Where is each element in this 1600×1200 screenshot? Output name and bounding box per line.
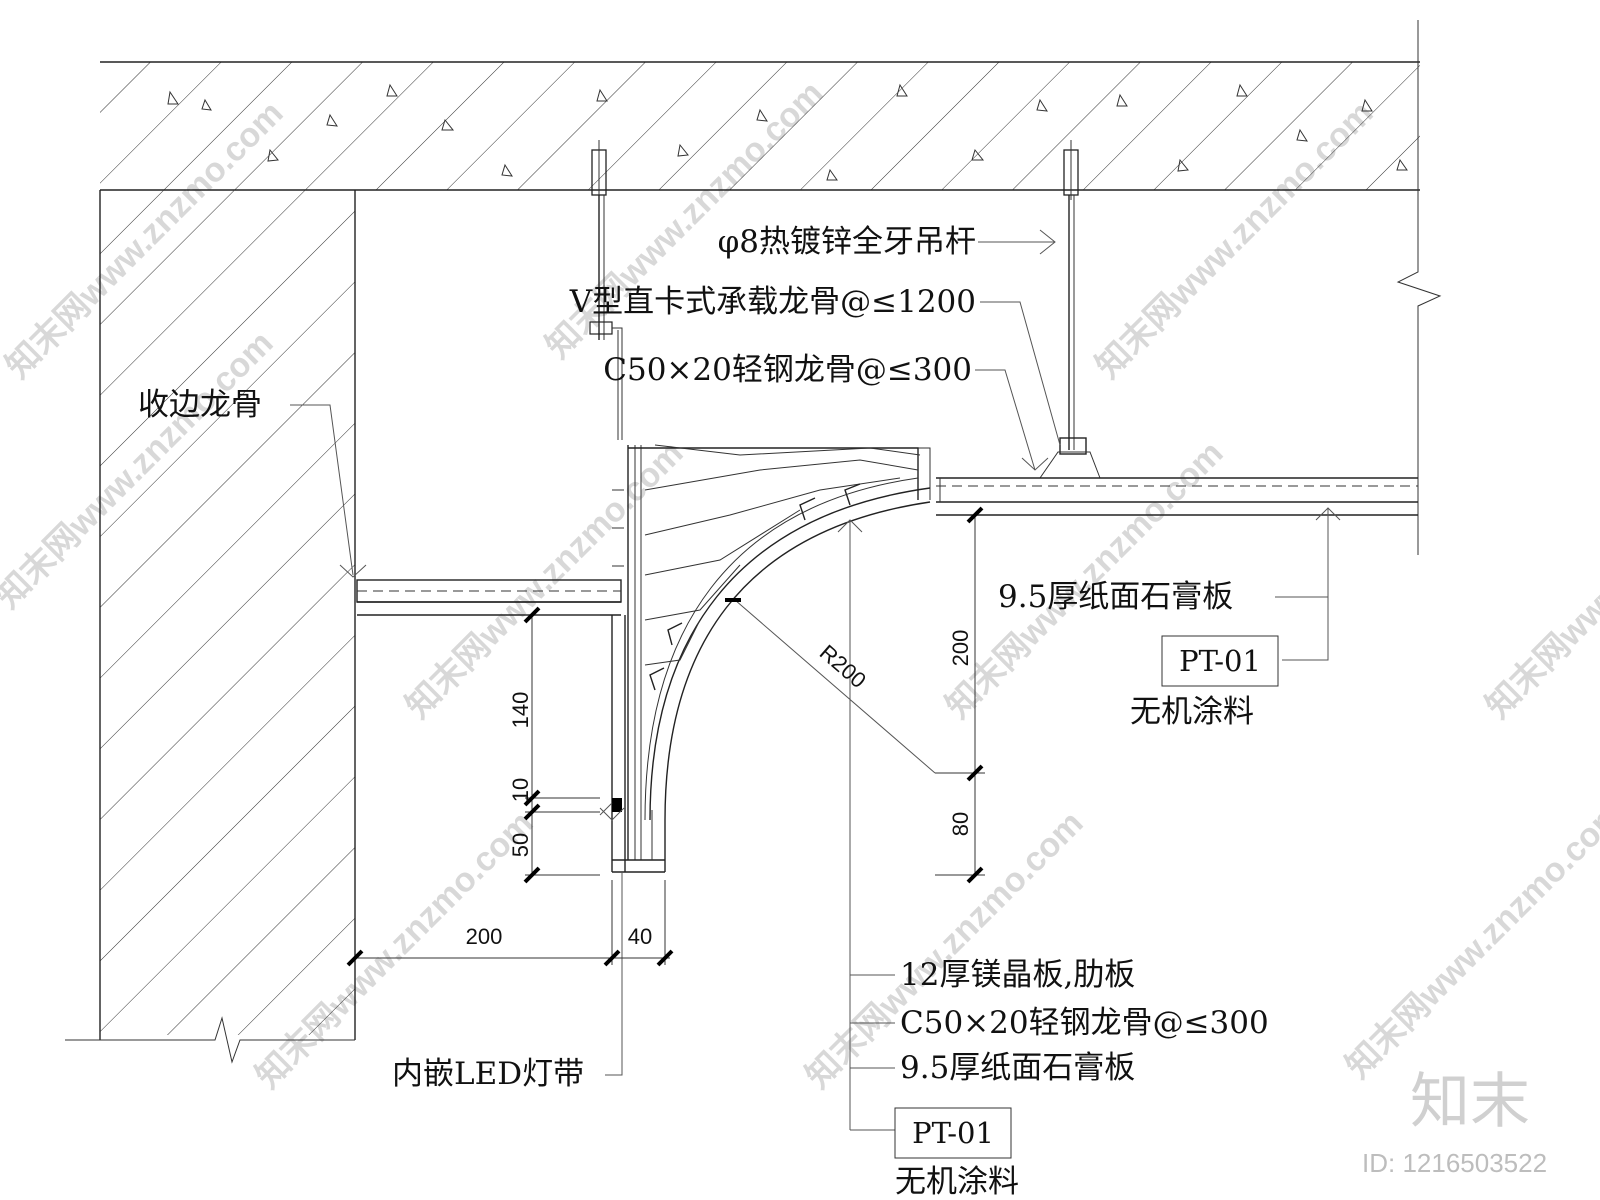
hanger-rod-right: [1039, 140, 1101, 479]
label-paint-right: 无机涂料: [1130, 694, 1254, 730]
led-strip-marker: [612, 798, 622, 812]
watermark-text: 知末网www.znzmo.com: [1479, 434, 1600, 726]
label-paint-bottom: 无机涂料: [895, 1164, 1019, 1200]
leader-lines: [290, 229, 1341, 1131]
image-id: ID: 1216503522: [1362, 1148, 1547, 1178]
label-pt-right: PT-01: [1179, 644, 1261, 678]
label-light-keel-bottom: C50×20轻钢龙骨@≤300: [900, 1005, 1269, 1041]
label-main-keel: V型直卡式承载龙骨@≤1200: [569, 284, 976, 320]
watermark-text: 知末网www.znzmo.com: [1339, 794, 1600, 1086]
label-led-strip: 内嵌LED灯带: [392, 1056, 584, 1092]
dim-140: 140: [508, 692, 533, 729]
ceiling-left: [356, 579, 622, 616]
wall-section: [65, 190, 356, 1064]
label-gypsum-right: 9.5厚纸面石膏板: [998, 579, 1233, 615]
vertical-drop: [611, 445, 666, 873]
label-pt-bottom: PT-01: [912, 1116, 994, 1150]
label-mgo-board: 12厚镁晶板,肋板: [900, 957, 1135, 993]
break-line-right: [1396, 20, 1442, 555]
dim-radius: R200: [815, 640, 871, 693]
dim-200-horizontal: 200: [466, 924, 503, 949]
brand-logo: 知末: [1410, 1067, 1530, 1137]
label-hanger-rod: φ8热镀锌全牙吊杆: [718, 224, 976, 260]
dim-10: 10: [508, 778, 533, 802]
dim-50: 50: [508, 833, 533, 857]
dim-80: 80: [948, 812, 973, 836]
ceiling-right: [936, 477, 1418, 516]
dimension-lines: [346, 506, 985, 967]
dim-40: 40: [628, 924, 652, 949]
dim-200-vertical: 200: [948, 630, 973, 667]
label-light-keel-top: C50×20轻钢龙骨@≤300: [603, 352, 972, 388]
pt-box-right: [1161, 635, 1279, 687]
label-edge-keel: 收边龙骨: [138, 387, 262, 423]
curved-cove: [628, 444, 931, 821]
concrete-slab: [100, 61, 1420, 191]
pt-box-bottom: [894, 1107, 1012, 1159]
hanger-rod-left: [589, 140, 623, 440]
label-gypsum-bottom: 9.5厚纸面石膏板: [900, 1050, 1135, 1086]
